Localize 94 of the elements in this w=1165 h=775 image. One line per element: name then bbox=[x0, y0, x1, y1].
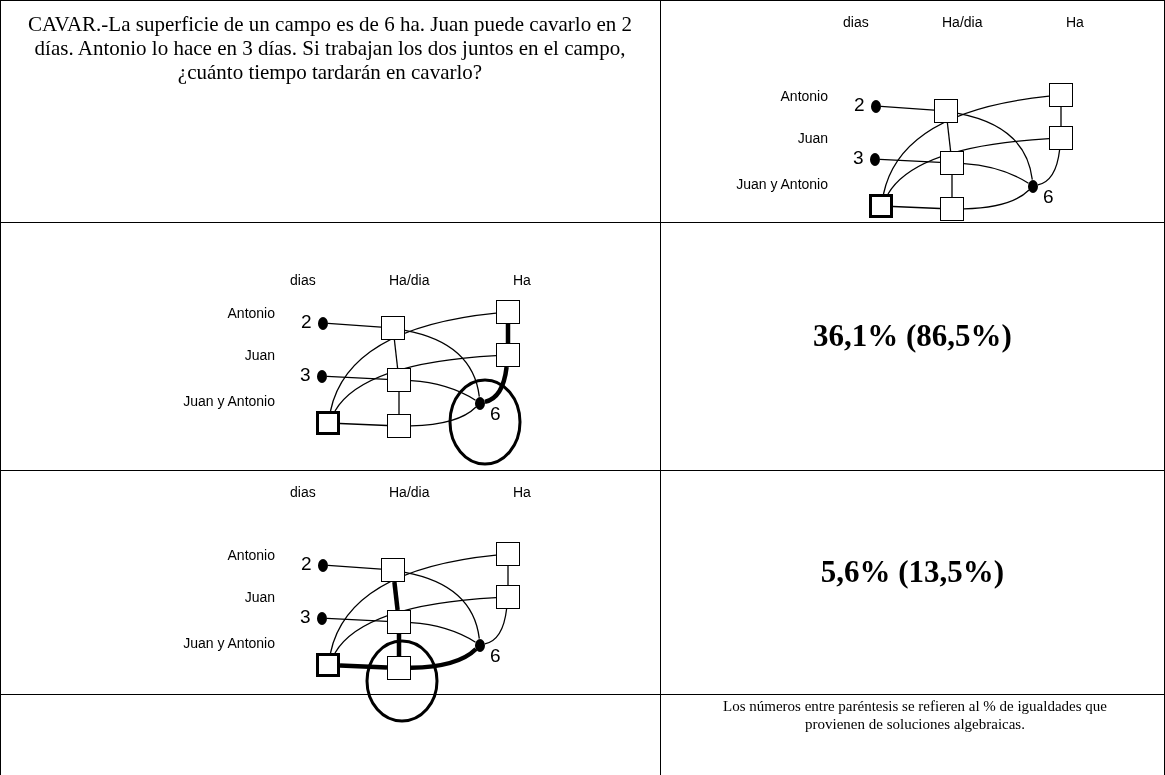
dot bbox=[475, 396, 485, 410]
connector-line bbox=[879, 158, 941, 164]
square-node bbox=[387, 414, 411, 438]
highlighted-connector bbox=[339, 663, 388, 670]
column-header: Ha bbox=[513, 272, 531, 288]
connector-line bbox=[887, 138, 1050, 195]
highlighted-connector bbox=[505, 324, 511, 343]
dot bbox=[317, 369, 327, 383]
square-node bbox=[387, 368, 411, 392]
dot bbox=[475, 638, 485, 652]
square-node bbox=[381, 316, 405, 340]
square-node bbox=[1049, 126, 1073, 150]
connector-line bbox=[404, 329, 480, 398]
connector-line bbox=[882, 95, 1050, 195]
connector-line bbox=[410, 622, 477, 643]
square-node bbox=[387, 610, 411, 634]
square-node bbox=[940, 197, 964, 221]
connector-line bbox=[410, 380, 477, 401]
square-node bbox=[496, 343, 520, 367]
square-node bbox=[1049, 83, 1073, 107]
connector-line bbox=[1060, 106, 1062, 127]
row-label: Juan bbox=[244, 347, 275, 363]
highlighted-connector bbox=[392, 581, 400, 611]
column-header: Ha/dia bbox=[942, 14, 983, 30]
dot bbox=[318, 558, 328, 572]
dot bbox=[871, 99, 881, 113]
square-node bbox=[934, 99, 958, 123]
column-header: Ha/dia bbox=[389, 484, 430, 500]
percentage-text: 36,1% (86,5%) bbox=[812, 318, 1013, 354]
connector-line bbox=[484, 608, 508, 645]
square-node bbox=[316, 411, 340, 435]
node-number: 2 bbox=[301, 553, 312, 575]
square-node bbox=[381, 558, 405, 582]
connector-line bbox=[329, 554, 497, 654]
column-header: dias bbox=[290, 484, 316, 500]
connector-line bbox=[334, 355, 497, 412]
row-label: Juan y Antonio bbox=[183, 635, 275, 651]
square-node bbox=[316, 653, 340, 677]
column-header: dias bbox=[290, 272, 316, 288]
node-number: 6 bbox=[1043, 186, 1054, 208]
footnote-text: Los números entre paréntesis se refieren al % de igualdades que provienen de soluciones algebraicas. bbox=[722, 697, 1108, 733]
connector-line bbox=[946, 122, 952, 152]
connector-line bbox=[880, 105, 935, 111]
node-number: 3 bbox=[853, 147, 864, 169]
connector-line bbox=[393, 339, 399, 369]
connector-line bbox=[410, 406, 477, 427]
square-node bbox=[496, 300, 520, 324]
connector-line bbox=[957, 112, 1033, 181]
node-number: 3 bbox=[300, 606, 311, 628]
problem-text: CAVAR.-La superficie de un campo es de 6 ha. Juan puede cavarlo en 2 días. Antonio lo hace en 3 días. Si trabajan los dos juntos en el campo, ¿cuánto tiempo tardarán en cavarlo? bbox=[27, 12, 633, 84]
percentage-text: 5,6% (13,5%) bbox=[819, 554, 1006, 590]
connector-line bbox=[963, 189, 1030, 210]
row-label: Antonio bbox=[780, 88, 828, 104]
connector-line bbox=[327, 564, 382, 570]
dot bbox=[318, 316, 328, 330]
highlighted-connector bbox=[410, 647, 478, 671]
connector-line bbox=[507, 565, 509, 586]
row-label: Antonio bbox=[227, 305, 275, 321]
connector-line bbox=[327, 322, 382, 328]
connector-line bbox=[963, 163, 1030, 184]
row-label: Juan bbox=[797, 130, 828, 146]
row-label: Juan bbox=[244, 589, 275, 605]
connector-line bbox=[334, 597, 497, 654]
node-number: 6 bbox=[490, 645, 501, 667]
connector-line bbox=[326, 617, 388, 623]
highlighted-connector bbox=[484, 366, 509, 405]
square-node bbox=[496, 542, 520, 566]
column-header: Ha/dia bbox=[389, 272, 430, 288]
connector-line bbox=[326, 375, 388, 381]
connector-line bbox=[329, 312, 497, 412]
dot bbox=[317, 611, 327, 625]
square-node bbox=[869, 194, 893, 218]
column-header: Ha bbox=[513, 484, 531, 500]
square-node bbox=[940, 151, 964, 175]
row-label: Juan y Antonio bbox=[736, 176, 828, 192]
connector-line bbox=[892, 205, 941, 210]
connector-line bbox=[339, 422, 388, 427]
square-node bbox=[496, 585, 520, 609]
highlighted-connector bbox=[396, 634, 402, 656]
dot bbox=[1028, 179, 1038, 193]
dot bbox=[870, 152, 880, 166]
node-number: 3 bbox=[300, 364, 311, 386]
square-node bbox=[387, 656, 411, 680]
node-number: 6 bbox=[490, 403, 501, 425]
column-header: dias bbox=[843, 14, 869, 30]
node-number: 2 bbox=[854, 94, 865, 116]
node-number: 2 bbox=[301, 311, 312, 333]
connector-line bbox=[1037, 149, 1061, 186]
row-label: Juan y Antonio bbox=[183, 393, 275, 409]
connector-line bbox=[398, 391, 400, 415]
connector-line bbox=[951, 174, 953, 198]
column-header: Ha bbox=[1066, 14, 1084, 30]
row-label: Antonio bbox=[227, 547, 275, 563]
connector-line bbox=[404, 571, 480, 640]
